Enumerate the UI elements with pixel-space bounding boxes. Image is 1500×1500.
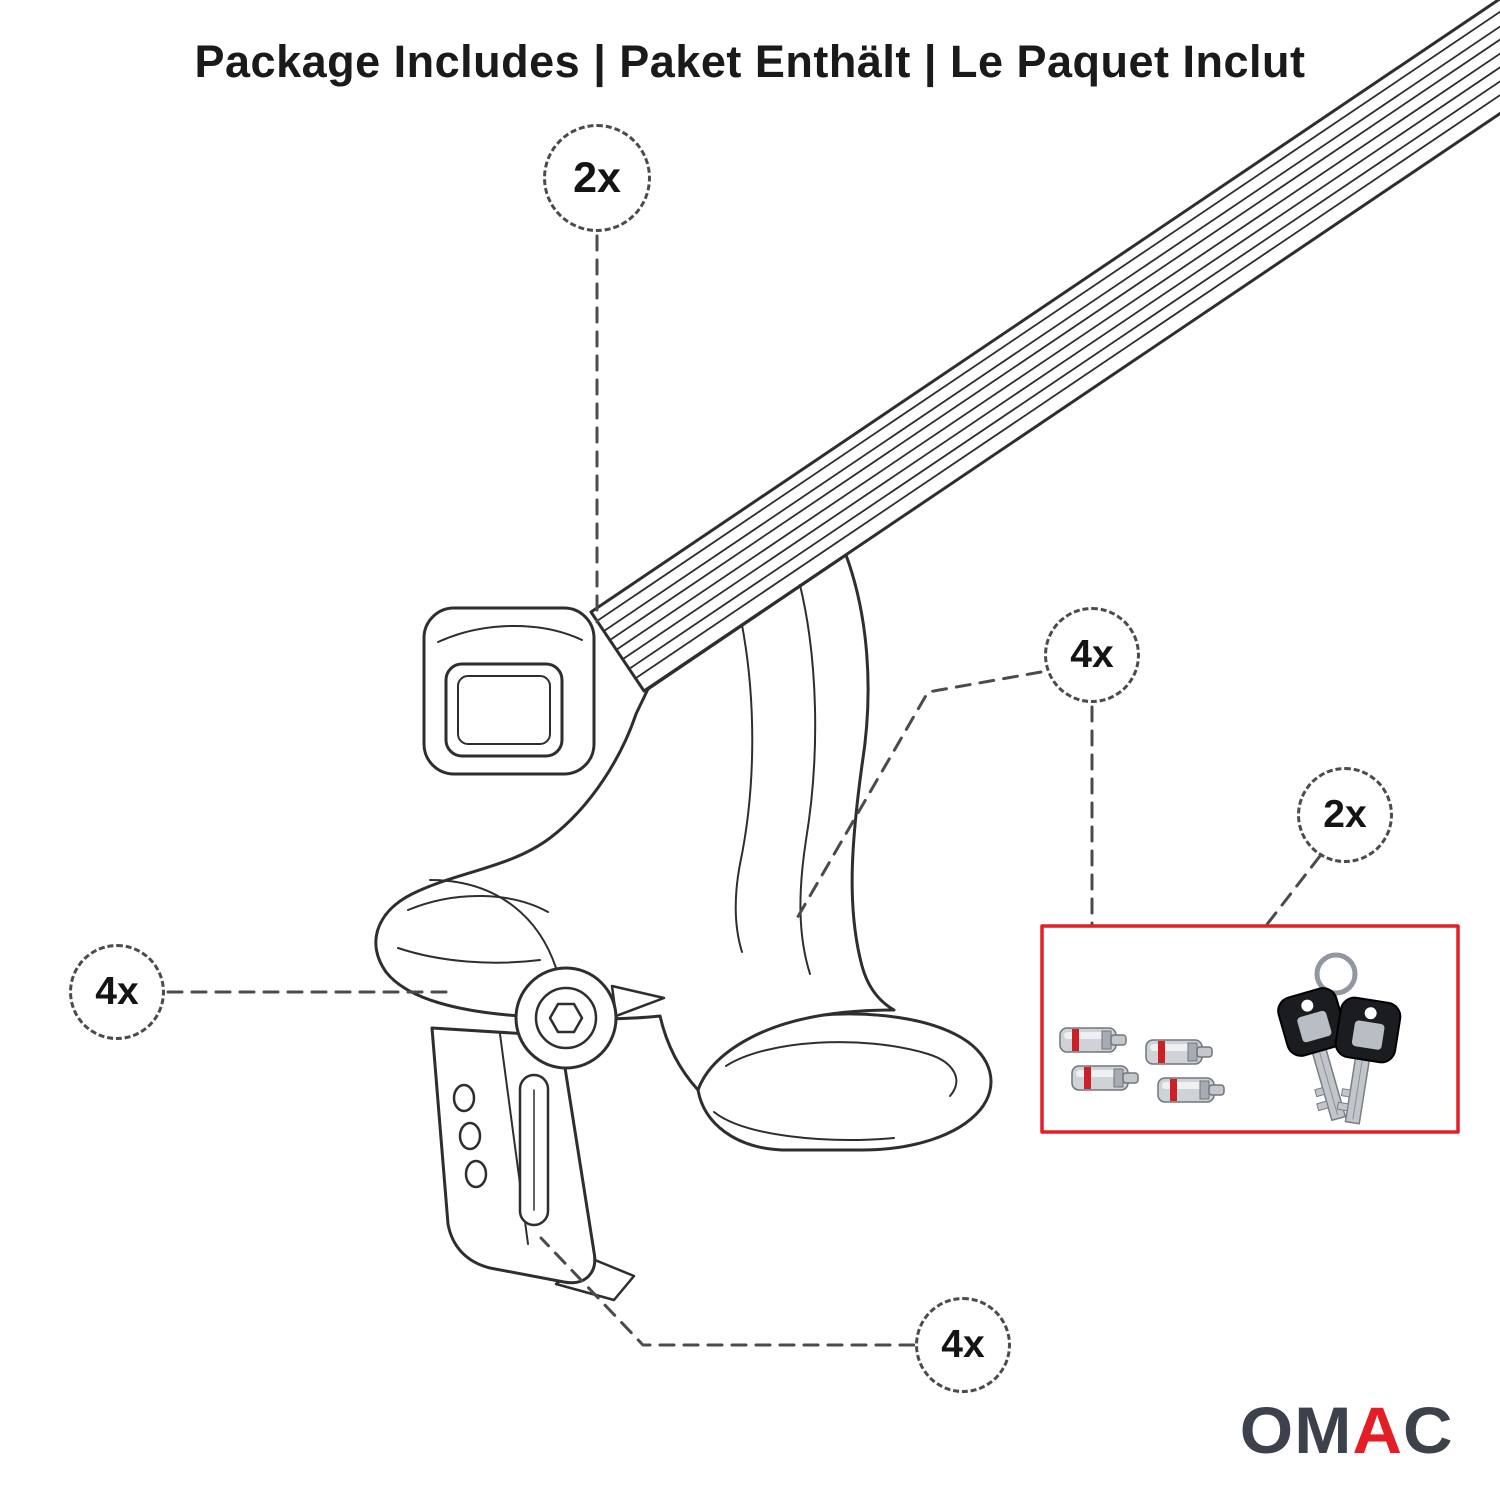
end-cap-drawing [422, 606, 596, 776]
callout-leader-lines [166, 234, 1322, 1347]
keyring-icon [1314, 952, 1358, 996]
logo-text-om: OM [1240, 1393, 1353, 1467]
keys-image [1277, 952, 1402, 1125]
foot-base-pad [696, 1012, 993, 1152]
logo-text-c: C [1403, 1393, 1454, 1467]
logo-text-a: A [1352, 1393, 1404, 1467]
crossbar-drawing [589, 0, 1500, 693]
leader-keys [1256, 854, 1322, 938]
callout-locks-qty: 4x [1044, 607, 1140, 703]
callout-foot-label: 4x [95, 970, 139, 1013]
callout-clamp-qty: 4x [915, 1297, 1011, 1393]
callout-clamp-label: 4x [941, 1323, 985, 1366]
callout-locks-label: 4x [1070, 633, 1114, 676]
brand-logo: OMAC [1240, 1392, 1454, 1468]
callout-crossbar-qty: 2x [543, 124, 651, 232]
bolt-boss-drawing [514, 966, 618, 1070]
lock-cylinders-image [1059, 1027, 1225, 1103]
callout-foot-qty: 4x [69, 944, 165, 1040]
callout-keys-qty: 2x [1297, 767, 1393, 863]
clamp-bracket-drawing [430, 1026, 636, 1302]
mount-foot-drawing [374, 553, 896, 1092]
leader-locks-diag [794, 670, 1043, 922]
callout-crossbar-label: 2x [573, 153, 621, 202]
page-title: Package Includes | Paket Enthält | Le Pa… [194, 36, 1306, 87]
callout-keys-label: 2x [1323, 793, 1367, 836]
leader-clamp [539, 1236, 916, 1347]
